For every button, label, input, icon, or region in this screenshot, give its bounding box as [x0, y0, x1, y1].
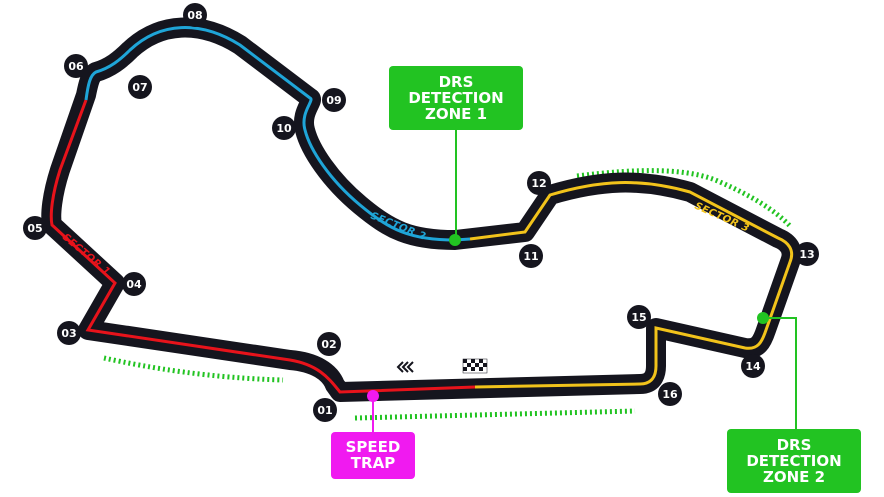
turn-number: 15	[631, 311, 646, 324]
turn-number: 02	[321, 338, 336, 351]
turn-number: 10	[276, 122, 292, 135]
turn-number: 12	[531, 177, 546, 190]
turn-number: 13	[799, 248, 814, 261]
turn-marker-11[interactable]: 11	[519, 244, 543, 268]
turn-marker-12[interactable]: 12	[527, 171, 551, 195]
turn-marker-circle	[627, 305, 651, 329]
turn-marker-02[interactable]: 02	[317, 332, 341, 356]
speed-trap-point[interactable]	[367, 390, 379, 402]
turn-marker-07[interactable]: 07	[128, 75, 152, 99]
turn-marker-circle	[741, 354, 765, 378]
drs-detection-point-2[interactable]	[757, 312, 769, 324]
drs-detection-zone-1-callout: DRS DETECTION ZONE 1	[389, 66, 523, 130]
turn-number: 11	[523, 250, 538, 263]
turn-marker-circle	[519, 244, 543, 268]
turn-number: 07	[132, 81, 147, 94]
turn-marker-06[interactable]: 06	[64, 54, 88, 78]
turn-marker-circle	[183, 3, 207, 27]
turn-marker-circle	[128, 75, 152, 99]
turn-marker-04[interactable]: 04	[122, 272, 146, 296]
drs-zone-marker-1	[103, 355, 284, 383]
turn-number: 14	[745, 360, 761, 373]
turn-marker-15[interactable]: 15	[627, 305, 651, 329]
drs-detection-point-1[interactable]	[449, 234, 461, 246]
callout-line: DETECTION	[746, 452, 842, 470]
turn-marker-08[interactable]: 08	[183, 3, 207, 27]
turn-number: 01	[317, 404, 332, 417]
turn-marker-circle	[322, 88, 346, 112]
turn-marker-03[interactable]: 03	[57, 321, 81, 345]
turn-marker-circle	[658, 382, 682, 406]
callout-line: ZONE 2	[762, 468, 826, 486]
turn-marker-13[interactable]: 13	[795, 242, 819, 266]
callout-line: SPEED	[345, 438, 401, 456]
chevrons-left-icon	[396, 361, 414, 373]
drs-zone-marker-3	[576, 168, 792, 228]
sector-1-label: SECTOR 1	[60, 232, 112, 278]
turn-marker-circle	[23, 216, 47, 240]
turn-number: 16	[662, 388, 678, 401]
turn-marker-circle	[122, 272, 146, 296]
turn-marker-circle	[57, 321, 81, 345]
turn-marker-14[interactable]: 14	[741, 354, 765, 378]
callout-line: ZONE 1	[424, 105, 488, 123]
sector-2-line	[84, 26, 471, 242]
speed-trap-callout: SPEED TRAP	[331, 432, 415, 479]
turn-marker-circle	[313, 398, 337, 422]
turn-marker-16[interactable]: 16	[658, 382, 682, 406]
turn-marker-05[interactable]: 05	[23, 216, 47, 240]
turn-marker-09[interactable]: 09	[322, 88, 346, 112]
turn-marker-circle	[317, 332, 341, 356]
drs-detection-zone-2-callout: DRS DETECTION ZONE 2	[727, 429, 861, 493]
turn-number: 03	[61, 327, 76, 340]
turn-marker-10[interactable]: 10	[272, 116, 296, 140]
turn-number: 08	[187, 9, 202, 22]
turn-marker-circle	[64, 54, 88, 78]
callout-line: DRS	[776, 436, 812, 454]
drs2-connector	[763, 317, 797, 429]
callout-line: DETECTION	[408, 89, 504, 107]
turn-number: 09	[326, 94, 341, 107]
drs-zone-marker-2	[354, 408, 636, 421]
turn-number: 06	[68, 60, 84, 73]
turn-marker-circle	[795, 242, 819, 266]
chequered-flag-icon	[462, 358, 488, 374]
turn-marker-circle	[527, 171, 551, 195]
sector-3-line	[469, 181, 794, 389]
turn-marker-circle	[272, 116, 296, 140]
turn-marker-01[interactable]: 01	[313, 398, 337, 422]
sector-1-line	[49, 99, 476, 394]
turn-number: 04	[126, 278, 142, 291]
turn-number: 05	[27, 222, 42, 235]
callout-line: DRS	[438, 73, 474, 91]
callout-line: TRAP	[350, 454, 396, 472]
